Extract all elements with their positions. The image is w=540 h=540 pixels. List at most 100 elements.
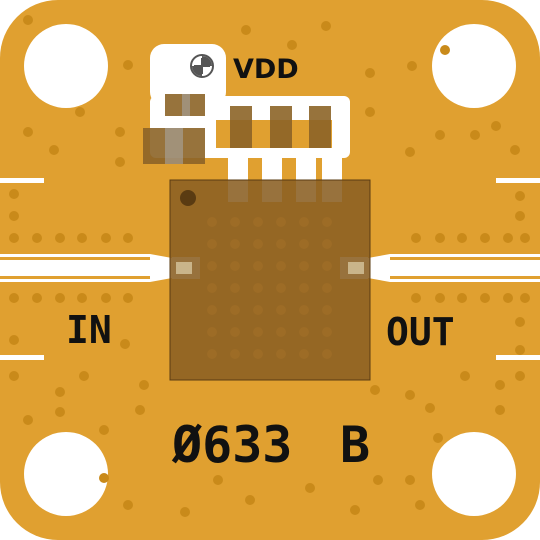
via xyxy=(79,371,89,381)
chip-via xyxy=(253,283,263,293)
via xyxy=(415,500,425,510)
via xyxy=(495,380,505,390)
revision-label: B xyxy=(340,416,370,474)
chip-via xyxy=(207,261,217,271)
via xyxy=(123,233,133,243)
chip-via xyxy=(322,239,332,249)
chip-via xyxy=(276,305,286,315)
mounting-hole-bottom-left xyxy=(24,432,108,516)
via xyxy=(9,371,19,381)
chip-via xyxy=(276,239,286,249)
chip-via xyxy=(299,283,309,293)
via xyxy=(9,293,19,303)
mounting-hole-bottom-right xyxy=(432,432,516,516)
input-ground-trace-bottom xyxy=(0,355,44,360)
via xyxy=(515,371,525,381)
via xyxy=(350,505,360,515)
via xyxy=(460,371,470,381)
chip-via xyxy=(230,349,240,359)
input-signal-trace xyxy=(0,260,150,276)
via xyxy=(435,130,445,140)
input-ground-trace-top xyxy=(0,178,44,183)
via xyxy=(213,475,223,485)
via xyxy=(9,211,19,221)
chip-via xyxy=(299,261,309,271)
chip-via xyxy=(230,217,240,227)
capacitor-c2-terminal xyxy=(165,128,183,164)
chip-via xyxy=(322,305,332,315)
via xyxy=(115,157,125,167)
via xyxy=(123,60,133,70)
via xyxy=(515,317,525,327)
via xyxy=(55,233,65,243)
via xyxy=(405,475,415,485)
chip-output-pad xyxy=(348,262,364,274)
vdd-label: VDD xyxy=(233,54,299,85)
via xyxy=(23,127,33,137)
capacitor-c4 xyxy=(270,106,292,148)
chip-via xyxy=(322,283,332,293)
via xyxy=(241,25,251,35)
chip-via xyxy=(299,349,309,359)
chip-via xyxy=(299,217,309,227)
via xyxy=(365,107,375,117)
via xyxy=(435,233,445,243)
via-field xyxy=(9,15,530,517)
output-signal-trace xyxy=(390,260,540,276)
chip-via xyxy=(230,327,240,337)
via xyxy=(425,403,435,413)
via xyxy=(245,495,255,505)
via xyxy=(120,339,130,349)
via xyxy=(515,191,525,201)
chip-via xyxy=(253,349,263,359)
via xyxy=(139,380,149,390)
chip-via xyxy=(276,217,286,227)
via xyxy=(9,233,19,243)
chip-via xyxy=(299,239,309,249)
output-signal-upper-gap xyxy=(390,254,540,257)
via xyxy=(373,475,383,485)
input-signal-upper-gap xyxy=(0,254,150,257)
out-label: OUT xyxy=(386,310,455,354)
via xyxy=(180,507,190,517)
via xyxy=(503,293,513,303)
via xyxy=(321,21,331,31)
chip-via xyxy=(253,239,263,249)
chip-via xyxy=(276,261,286,271)
via xyxy=(75,107,85,117)
via xyxy=(495,405,505,415)
chip-via xyxy=(230,283,240,293)
chip-via xyxy=(230,239,240,249)
via xyxy=(32,293,42,303)
input-signal-lower-gap xyxy=(0,279,150,282)
via xyxy=(440,45,450,55)
chip-via xyxy=(299,305,309,315)
via xyxy=(503,233,513,243)
via xyxy=(411,233,421,243)
via xyxy=(411,293,421,303)
via xyxy=(407,61,417,71)
via xyxy=(480,233,490,243)
via xyxy=(9,189,19,199)
via xyxy=(510,145,520,155)
capacitor-terminals xyxy=(165,94,190,164)
capacitor-c5 xyxy=(309,106,331,148)
chip-via xyxy=(207,305,217,315)
via xyxy=(135,405,145,415)
chip-via xyxy=(207,327,217,337)
via xyxy=(405,390,415,400)
via xyxy=(457,293,467,303)
via xyxy=(520,293,530,303)
via xyxy=(365,68,375,78)
via xyxy=(99,473,109,483)
via xyxy=(115,127,125,137)
via xyxy=(435,293,445,303)
via xyxy=(55,387,65,397)
chip-via xyxy=(322,261,332,271)
part-number-label: Ø633 xyxy=(171,416,292,474)
via xyxy=(49,145,59,155)
chip-body xyxy=(169,179,371,381)
chip-via xyxy=(253,305,263,315)
via xyxy=(515,345,525,355)
via xyxy=(32,233,42,243)
